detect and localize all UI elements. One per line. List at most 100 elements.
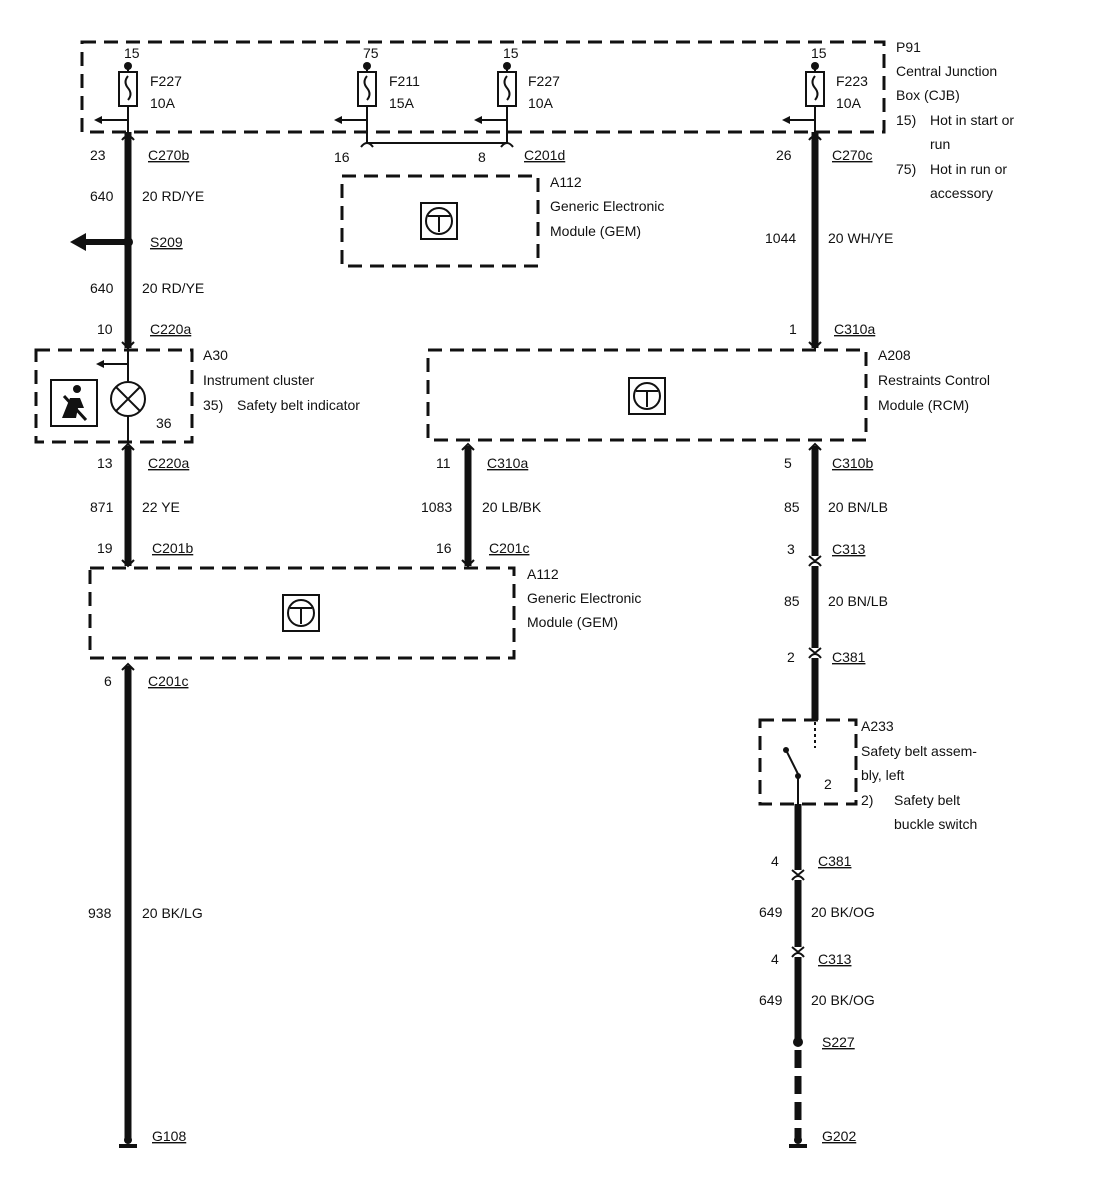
fuse-f227-left: 15 F227 10A (94, 45, 182, 132)
module-steering-wheel-icon (282, 594, 320, 632)
pin-11: 11 (436, 455, 451, 471)
cjb-note1-num: 15) (896, 112, 916, 128)
belt-name-line1: Safety belt assem- (861, 743, 977, 759)
belt-note-num: 2) (861, 792, 873, 808)
circuit-871: 871 (90, 499, 114, 515)
gem-top-box (340, 174, 540, 268)
gem-top-name-line2: Module (GEM) (550, 223, 641, 239)
pin-1: 1 (789, 321, 797, 337)
fuse-circuit: 15 (124, 45, 140, 61)
connector-c201b: C201b (152, 540, 193, 556)
splice-s227: S227 (822, 1034, 855, 1050)
belt-id: A233 (861, 718, 894, 734)
ground-g202: G202 (822, 1128, 856, 1144)
wire-color-wh-ye: 20 WH/YE (828, 230, 893, 246)
cjb-id: P91 (896, 39, 921, 55)
fuse-circuit: 75 (363, 45, 379, 61)
rcm-name-line2: Module (RCM) (878, 397, 969, 413)
fuse-rating: 10A (836, 95, 862, 111)
fuse-circuit: 15 (811, 45, 827, 61)
lamp-pin-36: 36 (156, 415, 172, 431)
cjb-note2-num: 75) (896, 161, 916, 177)
circuit-938: 938 (88, 905, 112, 921)
belt-note-line2: buckle switch (894, 816, 977, 832)
pin-2: 2 (787, 649, 795, 665)
circuit-1083: 1083 (421, 499, 452, 515)
fuse-rating: 15A (389, 95, 415, 111)
circuit-649-b: 649 (759, 992, 783, 1008)
ground-icon (789, 1136, 807, 1148)
gem-top-id: A112 (550, 174, 582, 190)
connector-c310b: C310b (832, 455, 873, 471)
wire-color-bn-lb: 20 BN/LB (828, 499, 888, 515)
rcm-id: A208 (878, 347, 911, 363)
wire-color-rd-ye: 20 RD/YE (142, 188, 204, 204)
wire-color-lb-bk: 20 LB/BK (482, 499, 542, 515)
connector-c313-bottom: C313 (818, 951, 852, 967)
cjb-name-line1: Central Junction (896, 63, 997, 79)
circuit-85-b: 85 (784, 593, 800, 609)
connector-c270b: C270b (148, 147, 189, 163)
wire-color-bn-lb-b: 20 BN/LB (828, 593, 888, 609)
connector-c220a-in: C220a (150, 321, 191, 337)
rcm-name-line1: Restraints Control (878, 372, 990, 388)
circuit-640-b: 640 (90, 280, 114, 296)
splice-s209: S209 (150, 234, 183, 250)
fuse-f223: 15 F223 10A (782, 45, 868, 132)
connector-c381-top: C381 (832, 649, 866, 665)
gem-mid-box (88, 566, 516, 660)
fuse-circuit: 15 (503, 45, 519, 61)
pin-6: 6 (104, 673, 112, 689)
ground-icon (119, 1136, 137, 1148)
pin-19: 19 (97, 540, 113, 556)
wire-color-ye: 22 YE (142, 499, 180, 515)
fuse-rating: 10A (150, 95, 176, 111)
pin-13: 13 (97, 455, 113, 471)
cjb-box (80, 40, 886, 134)
pin-26: 26 (776, 147, 792, 163)
gem-mid-name-line2: Module (GEM) (527, 614, 618, 630)
cluster-box (34, 348, 194, 444)
belt-note-line1: Safety belt (894, 792, 960, 808)
connector-c310a-out: C310a (487, 455, 528, 471)
wire-color-bk-og-b: 20 BK/OG (811, 992, 875, 1008)
cjb-note2-line1: Hot in run or (930, 161, 1007, 177)
belt-box (758, 718, 858, 806)
indicator-lamp-icon (110, 381, 146, 417)
cjb-note1-line2: run (930, 136, 950, 152)
connector-c270c: C270c (832, 147, 872, 163)
cjb-note2-line2: accessory (930, 185, 993, 201)
cjb-note1-line1: Hot in start or (930, 112, 1014, 128)
circuit-649: 649 (759, 904, 783, 920)
fuse-id: F211 (389, 73, 420, 89)
splice-s227-dot (793, 1037, 803, 1047)
switch-icon (783, 722, 816, 804)
connector-c313-top: C313 (832, 541, 866, 557)
fuse-id: F227 (150, 73, 182, 89)
connector-c381-bottom: C381 (818, 853, 852, 869)
connector-c310a-in: C310a (834, 321, 875, 337)
pin-3: 3 (787, 541, 795, 557)
connector-c201c-out: C201c (148, 673, 188, 689)
gem-top-pin-16: 16 (334, 149, 350, 165)
wire-color-bk-og: 20 BK/OG (811, 904, 875, 920)
ground-g108: G108 (152, 1128, 186, 1144)
fuse-f227-mid: 15 F227 10A (474, 45, 560, 132)
module-steering-wheel-icon (628, 377, 666, 415)
gem-mid-id: A112 (527, 566, 559, 582)
cluster-name: Instrument cluster (203, 372, 315, 388)
cluster-note-num: 35) (203, 397, 223, 413)
fuse-id: F223 (836, 73, 868, 89)
pin-23: 23 (90, 147, 106, 163)
cjb-name-line2: Box (CJB) (896, 87, 960, 103)
module-steering-wheel-icon (420, 202, 458, 240)
pin-16: 16 (436, 540, 452, 556)
wire-color-bk-lg: 20 BK/LG (142, 905, 203, 921)
circuit-85: 85 (784, 499, 800, 515)
cluster-id: A30 (203, 347, 228, 363)
connector-c201c-in: C201c (489, 540, 529, 556)
fuse-rating: 10A (528, 95, 554, 111)
gem-top-name-line1: Generic Electronic (550, 198, 664, 214)
connector-c201d: C201d (524, 147, 565, 163)
cluster-note-text: Safety belt indicator (237, 397, 360, 413)
